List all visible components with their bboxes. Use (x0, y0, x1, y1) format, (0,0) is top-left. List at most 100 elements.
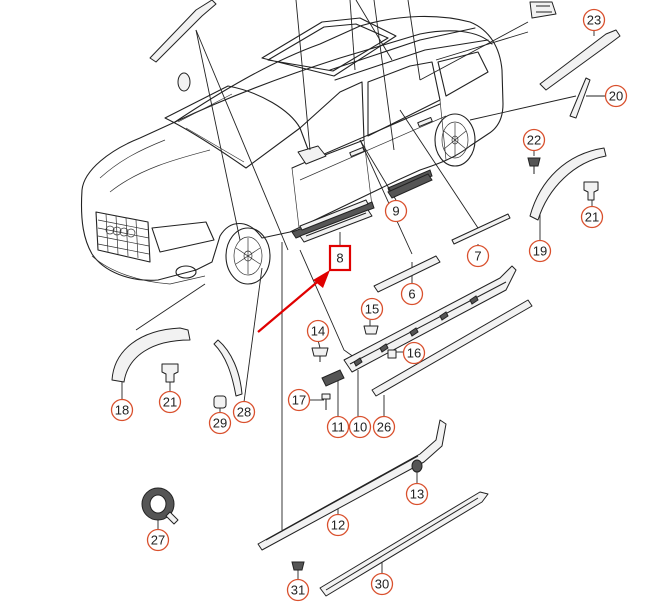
callout-marker (400, 282, 424, 306)
callout-13: 13 (405, 482, 429, 506)
rear-wheel (434, 113, 476, 167)
callout-marker (208, 411, 232, 435)
callout-number: 7 (474, 249, 481, 264)
car-roof-rail (329, 27, 489, 81)
callout-20: 20 (604, 84, 628, 108)
parts (111, 29, 621, 597)
callout-7: 7 (466, 244, 490, 268)
callout-27: 27 (146, 528, 170, 552)
part-21-clip-left (161, 363, 179, 383)
callout-marker (158, 390, 182, 414)
car-side-window-rear (367, 61, 441, 137)
callout-number: 23 (587, 13, 601, 28)
callout-21: 21 (580, 205, 604, 229)
part-28-arch-trim (213, 339, 243, 397)
callout-9: 9 (384, 199, 408, 223)
callout-marker (348, 415, 372, 439)
callout-18: 18 (110, 398, 134, 422)
callout-marker (232, 400, 256, 424)
callout-marker (286, 578, 310, 602)
car-mirror-left (177, 72, 191, 92)
callout-number: 20 (609, 89, 623, 104)
callout-number: 30 (375, 577, 389, 592)
part-27-tape-roll (141, 487, 179, 525)
callout-17: 17 (287, 388, 311, 412)
callout-number: 10 (353, 420, 367, 435)
callout-marker (402, 341, 426, 365)
callout-31: 31 (286, 578, 310, 602)
part-11-bracket (321, 369, 345, 387)
callout-number: 18 (115, 403, 129, 418)
callout-number: 13 (410, 487, 424, 502)
callout-marker (580, 205, 604, 229)
part-23-strip (539, 29, 621, 91)
callout-30: 30 (370, 572, 394, 596)
callout-marker (604, 84, 628, 108)
part-19-arch (529, 147, 607, 221)
callout-number: 14 (311, 324, 325, 339)
callout-number: 6 (408, 287, 415, 302)
callout-28: 28 (232, 400, 256, 424)
callout-12: 12 (326, 513, 350, 537)
callout-number: 9 (392, 204, 399, 219)
car-body-outline (80, 15, 504, 281)
front-wheel (225, 227, 271, 285)
car-headlight (151, 221, 215, 253)
car-illustration (80, 1, 557, 285)
callout-number: 15 (365, 302, 379, 317)
callout-8: 8 (328, 244, 352, 272)
callout-23: 23 (582, 8, 606, 32)
callout-number: 27 (151, 533, 165, 548)
callout-14: 14 (306, 319, 330, 343)
callout-number: 28 (237, 405, 251, 420)
callout-number: 16 (407, 346, 421, 361)
callout-number: 31 (291, 583, 305, 598)
part-16-clip (387, 349, 397, 359)
callout-number: 17 (292, 393, 306, 408)
part-31-clip (291, 561, 305, 571)
callout-16: 16 (402, 341, 426, 365)
car-mirror (297, 145, 327, 165)
part-29-nut (213, 395, 227, 409)
callout-21: 21 (158, 390, 182, 414)
callout-6: 6 (400, 282, 424, 306)
callout-marker (328, 244, 352, 272)
callout-29: 29 (208, 411, 232, 435)
car-roof-line (174, 30, 493, 123)
callout-number: 29 (213, 416, 227, 431)
callout-group: 6 7 8 9 10 11 12 13 14 15 16 17 18 19 20 21 21 22 23 26 27 28… (110, 8, 628, 602)
car-side-window-quarter (437, 51, 489, 97)
part-18-arch (111, 327, 191, 383)
callout-11: 11 (326, 415, 350, 439)
callout-marker (306, 319, 330, 343)
callout-number: 11 (331, 420, 345, 435)
callout-marker (466, 244, 490, 268)
callout-number: 12 (331, 518, 345, 533)
callout-number: 21 (585, 210, 599, 225)
callout-19: 19 (528, 239, 552, 263)
callout-marker (370, 572, 394, 596)
callout-22: 22 (522, 128, 546, 152)
part-22-clip (527, 157, 541, 174)
callout-15: 15 (360, 297, 384, 321)
callout-marker (146, 528, 170, 552)
part-21-clip-right (583, 181, 599, 201)
callout-marker (372, 415, 396, 439)
part-14-clip (311, 347, 329, 362)
part-13-clip (411, 459, 423, 473)
callout-26: 26 (372, 415, 396, 439)
car-windshield (164, 85, 301, 169)
part-30-molding (319, 491, 489, 597)
car-logo-rings (105, 225, 136, 238)
callout-number: 19 (533, 244, 547, 259)
part-15-clip (363, 325, 379, 335)
callout-marker (522, 128, 546, 152)
callout-marker (360, 297, 384, 321)
callout-10: 10 (348, 415, 372, 439)
callout-marker (384, 199, 408, 223)
part-26-strip (371, 299, 533, 397)
callout-marker (528, 239, 552, 263)
part-7-strip (451, 213, 511, 245)
